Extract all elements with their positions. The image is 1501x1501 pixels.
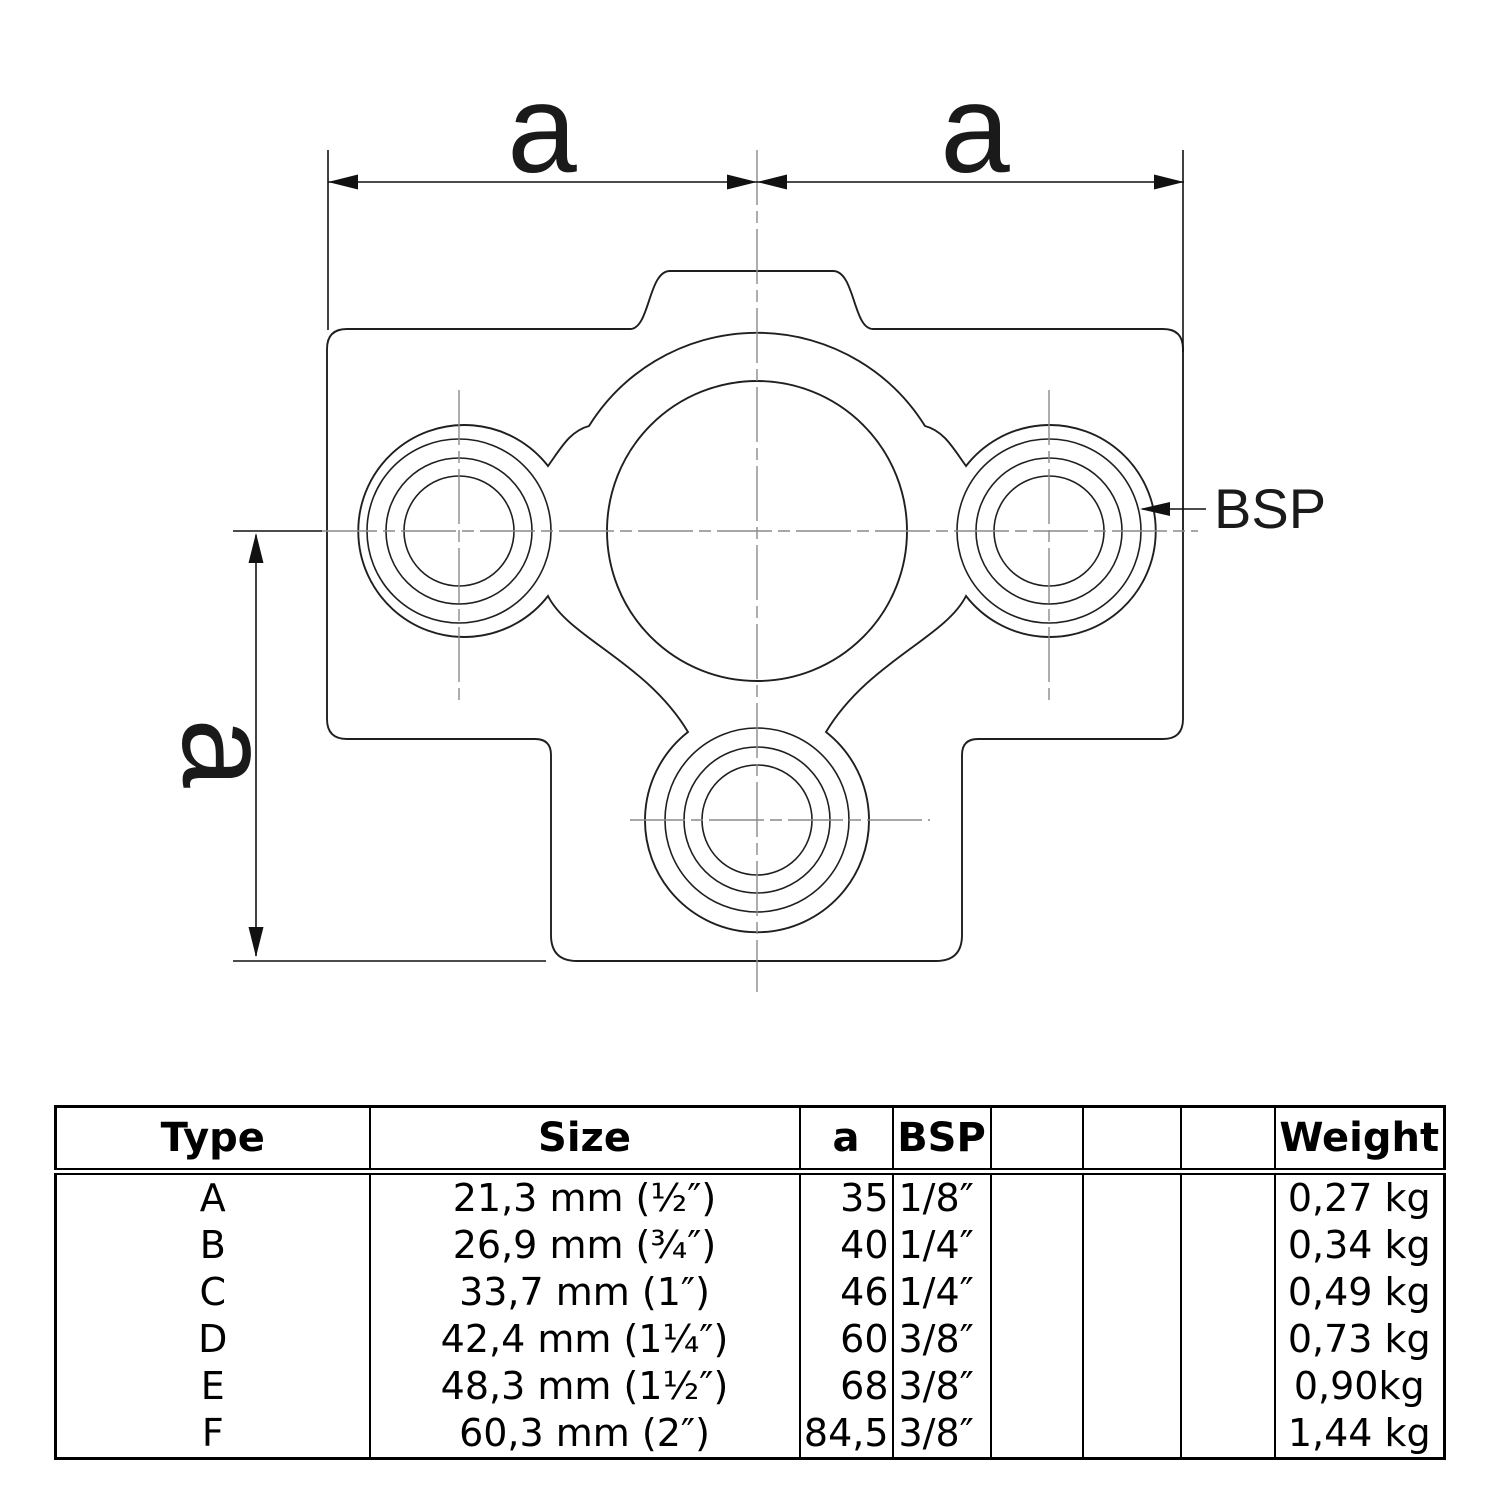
cell-empty <box>1180 1222 1276 1269</box>
cell-empty <box>990 1269 1084 1316</box>
dimension-top: a a <box>327 60 1184 352</box>
cell-a: 35 <box>799 1171 894 1222</box>
cell-size: 42,4 mm (1¼″) <box>369 1316 801 1363</box>
cell-empty <box>1180 1363 1276 1410</box>
cell-weight: 1,44 kg <box>1287 1411 1431 1455</box>
cell-bsp: 3/8″ <box>892 1410 992 1459</box>
cell-bsp: 3/8″ <box>892 1363 992 1410</box>
cell-weight: 0,27 kg <box>1287 1176 1431 1220</box>
col-header-empty-2 <box>1082 1106 1182 1175</box>
cell-a: 40 <box>799 1222 894 1269</box>
bsp-label: BSP <box>1214 477 1326 540</box>
cell-size: 33,7 mm (1″) <box>369 1269 801 1316</box>
dimension-left: a <box>156 530 546 962</box>
cell-bsp: 3/8″ <box>892 1316 992 1363</box>
cell-empty <box>990 1316 1084 1363</box>
cell-empty <box>1082 1363 1182 1410</box>
cell-empty <box>990 1410 1084 1459</box>
cell-empty <box>1180 1410 1276 1459</box>
cell-type: A <box>55 1171 371 1222</box>
boss-cloverleaf-outline <box>357 331 1157 934</box>
col-header-size: Size <box>369 1106 801 1175</box>
cell-empty <box>1082 1410 1182 1459</box>
cell-a: 60 <box>799 1316 894 1363</box>
cell-weight: 0,90kg <box>1293 1364 1425 1408</box>
table-row: E 48,3 mm (1½″) 68 3/8″ 0,90kg <box>55 1363 1445 1410</box>
cell-type: D <box>55 1316 371 1363</box>
bsp-callout: BSP <box>1140 477 1326 540</box>
table-row: C 33,7 mm (1″) 46 1/4″ 0,49 kg <box>55 1269 1445 1316</box>
cell-type: C <box>55 1269 371 1316</box>
centerlines <box>322 150 1198 992</box>
cell-weight: 0,73 kg <box>1287 1317 1431 1361</box>
cell-weight: 0,34 kg <box>1287 1223 1431 1267</box>
cell-empty <box>1082 1316 1182 1363</box>
spec-table: Type Size a BSP Weight A 21,3 mm (½″) 35… <box>54 1105 1446 1460</box>
cell-a: 84,5 <box>799 1410 894 1459</box>
cell-empty <box>1082 1269 1182 1316</box>
cell-type: B <box>55 1222 371 1269</box>
cell-empty <box>1082 1222 1182 1269</box>
table-row: B 26,9 mm (¾″) 40 1/4″ 0,34 kg <box>55 1222 1445 1269</box>
table-row: D 42,4 mm (1¼″) 60 3/8″ 0,73 kg <box>55 1316 1445 1363</box>
arrowhead-down <box>248 927 264 957</box>
table-row: A 21,3 mm (½″) 35 1/8″ 0,27 kg <box>55 1171 1445 1222</box>
cell-a: 46 <box>799 1269 894 1316</box>
cell-empty <box>1082 1171 1182 1222</box>
cell-empty <box>1180 1269 1276 1316</box>
col-header-bsp: BSP <box>892 1106 992 1175</box>
cell-bsp: 1/4″ <box>892 1269 992 1316</box>
technical-drawing: a a a BSP <box>156 60 1326 992</box>
table-header-row: Type Size a BSP Weight <box>55 1106 1445 1175</box>
cell-a: 68 <box>799 1363 894 1410</box>
dim-label-top-right: a <box>940 60 1010 199</box>
arrowhead-center-right <box>727 174 757 190</box>
cell-size: 26,9 mm (¾″) <box>369 1222 801 1269</box>
dim-label-top-left: a <box>507 60 577 199</box>
cell-empty <box>990 1363 1084 1410</box>
arrowhead-up <box>248 533 264 563</box>
cell-type: F <box>55 1410 371 1459</box>
arrowhead-right <box>1154 174 1184 190</box>
table-row: F 60,3 mm (2″) 84,5 3/8″ 1,44 kg <box>55 1410 1445 1459</box>
cell-empty <box>990 1171 1084 1222</box>
cell-bsp: 1/8″ <box>892 1171 992 1222</box>
fitting-plate-outline <box>326 270 1184 962</box>
col-header-a: a <box>799 1106 894 1175</box>
cell-weight: 0,49 kg <box>1287 1270 1431 1314</box>
cell-size: 48,3 mm (1½″) <box>369 1363 801 1410</box>
cell-empty <box>1180 1171 1276 1222</box>
cell-empty <box>990 1222 1084 1269</box>
col-header-weight: Weight <box>1274 1106 1445 1175</box>
cell-type: E <box>55 1363 371 1410</box>
col-header-empty-3 <box>1180 1106 1276 1175</box>
dim-label-left: a <box>156 718 295 788</box>
arrowhead-left <box>328 174 358 190</box>
cell-bsp: 1/4″ <box>892 1222 992 1269</box>
col-header-empty-1 <box>990 1106 1084 1175</box>
cell-size: 21,3 mm (½″) <box>369 1171 801 1222</box>
cell-empty <box>1180 1316 1276 1363</box>
arrowhead-center-left <box>757 174 787 190</box>
col-header-type: Type <box>55 1106 371 1175</box>
bsp-arrowhead <box>1140 502 1170 516</box>
cell-size: 60,3 mm (2″) <box>369 1410 801 1459</box>
